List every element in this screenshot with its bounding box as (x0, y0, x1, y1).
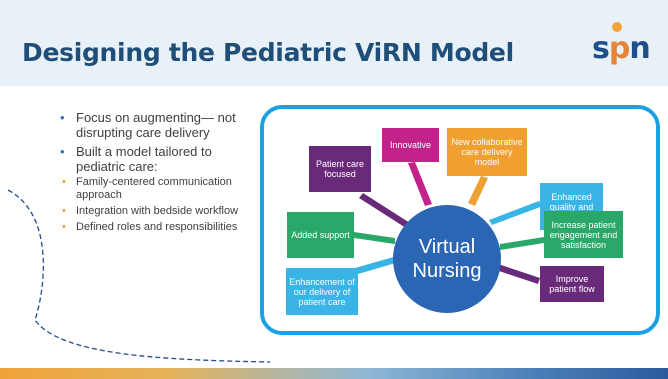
logo-wordmark: spn (592, 31, 651, 66)
node-patient-care-focused: Patient care focused (309, 146, 371, 192)
node-improve-patient-flow: Improve patient flow (540, 266, 604, 302)
connector-enhanced (489, 201, 543, 225)
connector-innovative (408, 162, 432, 206)
slide-title: Designing the Pediatric ViRN Model (22, 38, 514, 67)
node-new-collaborative-model: New collaborative care delivery model (447, 128, 527, 176)
bullet-item: Built a model tailored to pediatric care… (60, 144, 260, 234)
logo-dot-icon (612, 22, 622, 32)
node-enhancement-of-delivery: Enhancement of our delivery of patient c… (286, 268, 358, 315)
connector-enhancement (355, 256, 399, 274)
connector-engagement (500, 237, 544, 250)
connector-added-support (354, 232, 395, 244)
sub-bullet-item: Family-centered communication approach (62, 176, 260, 202)
title-bar (0, 0, 668, 86)
spn-logo: spn (592, 22, 651, 68)
bottom-gradient-band (0, 368, 668, 379)
bullet-item: Focus on augmenting— not disrupting care… (60, 110, 260, 140)
connector-flow (496, 264, 540, 284)
node-increase-engagement: Increase patient engagement and satisfac… (544, 211, 623, 258)
sub-bullet-list: Family-centered communication approach I… (62, 176, 260, 234)
virtual-nursing-circle: Virtual Nursing (393, 205, 501, 313)
connector-new-model (468, 176, 488, 206)
bullet-list: Focus on augmenting— not disrupting care… (60, 110, 260, 238)
connector-patient-care (359, 193, 410, 228)
sub-bullet-item: Defined roles and responsibilities (62, 221, 260, 234)
sub-bullet-item: Integration with bedside workflow (62, 205, 260, 218)
node-added-support: Added support (287, 212, 354, 258)
node-innovative: Innovative (382, 128, 439, 162)
